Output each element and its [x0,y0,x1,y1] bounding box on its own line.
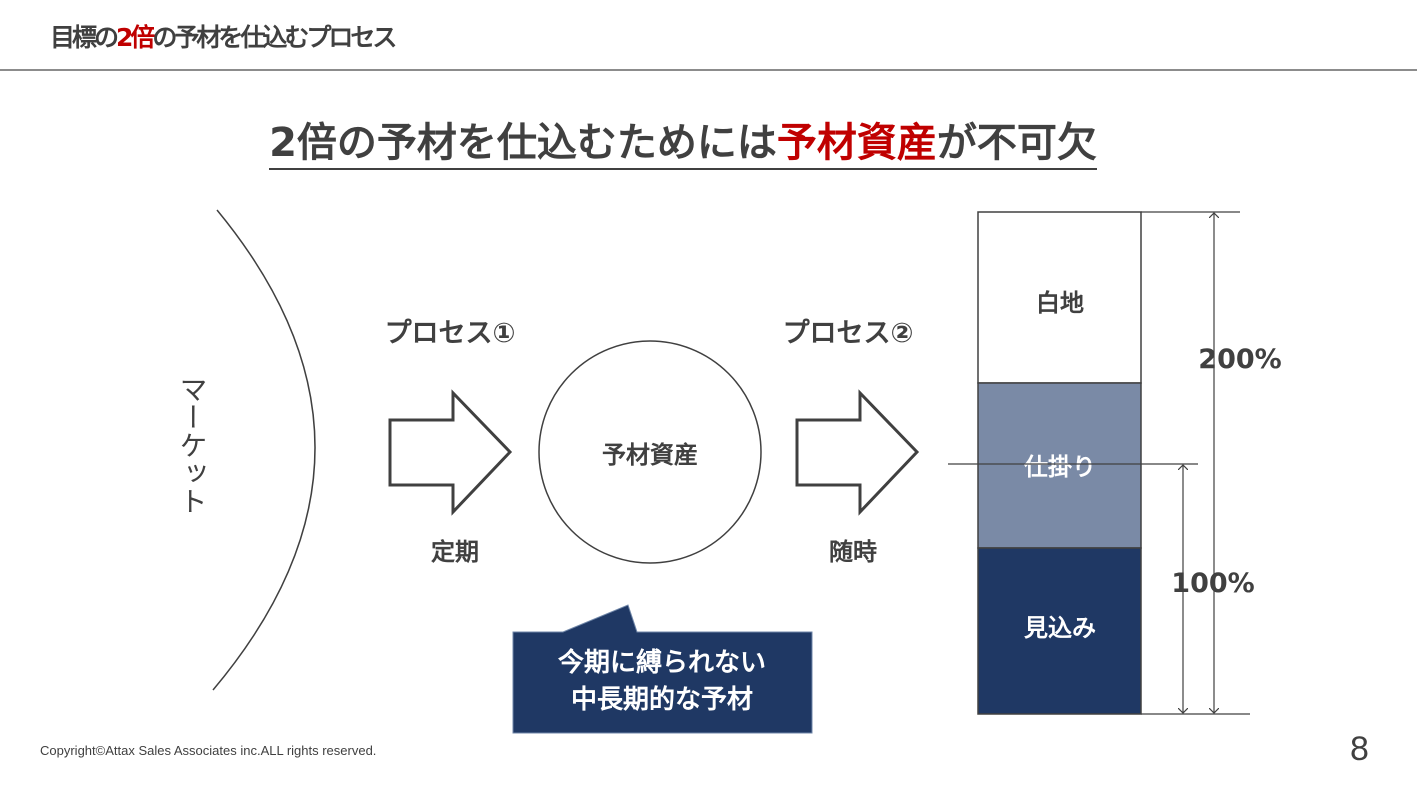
header-title: 目標の2倍の予材を仕込むプロセス [50,23,397,52]
copyright: Copyright©Attax Sales Associates inc.ALL… [40,743,377,758]
asset-circle [538,340,762,564]
dim-100-label: 100% [1171,568,1254,599]
process2-arrow-icon [795,389,920,516]
dimension-lines [948,211,1250,715]
process2-sub: 随時 [829,538,877,566]
dim-200-label: 200% [1198,344,1281,375]
process2-label: プロセス② [783,318,914,349]
stack-label-shiroji: 白地 [1036,289,1084,317]
stack-label-shikakari: 仕掛り [1023,453,1096,481]
callout: 今期に縛られない 中長期的な予材 [512,604,813,734]
stack-label-mikomi: 見込み [1024,614,1096,642]
process1-sub: 定期 [431,538,479,566]
stack-segment-mikomi [977,547,1142,715]
process1-label: プロセス① [385,318,516,349]
callout-line-2: 中長期的な予材 [571,684,753,715]
asset-label: 予材資産 [602,441,698,469]
market-arc [212,209,316,691]
market-label: マーケット [176,375,209,515]
stacked-bar: 白地 仕掛り 見込み [977,211,1142,715]
main-title: 2倍の予材を仕込むためには予材資産が不可欠 [0,110,1366,170]
callout-line-1: 今期に縛られない [558,647,766,678]
process1-arrow-icon [388,389,513,516]
page-number: 8 [1350,730,1369,768]
